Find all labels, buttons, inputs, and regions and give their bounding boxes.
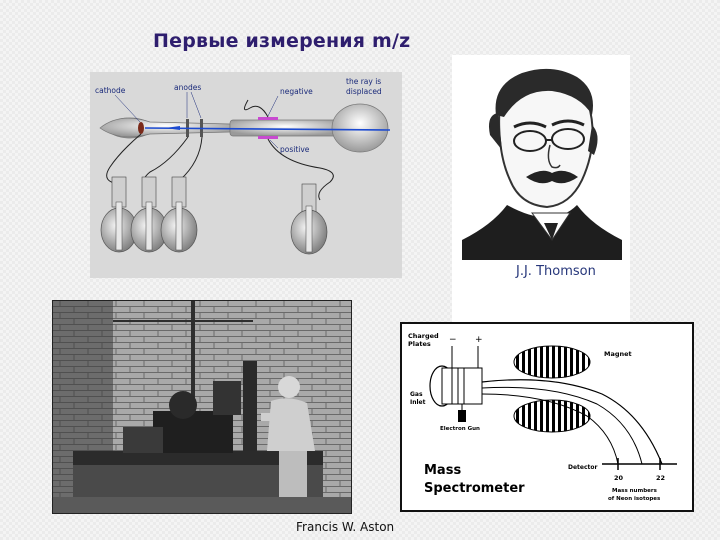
charged-plates-label-line1: Charged (408, 332, 439, 340)
mass-20-label: 20 (614, 474, 624, 482)
portrait-name: J.J. Thomson (515, 264, 596, 279)
portrait-drawing: J.J. Thomson (462, 68, 622, 279)
magnet-upper (513, 345, 591, 379)
mass-spectrometer-title-line2: Spectrometer (424, 481, 525, 496)
charged-plates-label-line2: Plates (408, 340, 431, 348)
mass-spectrometer-illustration: Charged Plates − + Magnet Gas Inlet Elec… (408, 332, 677, 502)
displaced-label-line2: displaced (346, 87, 382, 96)
mass-numbers-label-line2: of Neon isotopes (608, 496, 661, 502)
positive-label: positive (280, 145, 310, 154)
magnet-lower (513, 399, 591, 433)
photo-caption: Francis W. Aston (296, 520, 395, 534)
mass-numbers-label-line1: Mass numbers (612, 488, 658, 494)
cathode-electrode (138, 122, 144, 134)
minus-label: − (449, 335, 457, 345)
lab-photo-illustration (53, 301, 351, 513)
battery-flasks (100, 176, 328, 255)
gas-inlet-label-line1: Gas (410, 391, 423, 398)
electron-gun-label: Electron Gun (440, 426, 480, 432)
anodes-label: anodes (174, 83, 201, 92)
aston-lab-photo (52, 300, 352, 514)
mass-22-label: 22 (656, 474, 665, 482)
displaced-label-line1: the ray is (346, 77, 381, 86)
detector-label: Detector (568, 464, 598, 471)
slide-title: Первые измерения m/z (153, 30, 411, 52)
cathode-ray-tube-diagram: cathode anodes negative positive the ray… (90, 72, 402, 278)
mass-spectrometer-diagram: Charged Plates − + Magnet Gas Inlet Elec… (400, 322, 694, 512)
gas-inlet-label-line2: Inlet (410, 399, 426, 406)
negative-label: negative (280, 87, 313, 96)
magnet-label: Magnet (604, 350, 632, 358)
crt-illustration: cathode anodes negative positive the ray… (95, 77, 391, 255)
plus-label: + (475, 335, 483, 345)
thomson-portrait: J.J. Thomson (452, 55, 630, 323)
mass-spectrometer-title-line1: Mass (424, 463, 461, 478)
cathode-label: cathode (95, 86, 126, 95)
